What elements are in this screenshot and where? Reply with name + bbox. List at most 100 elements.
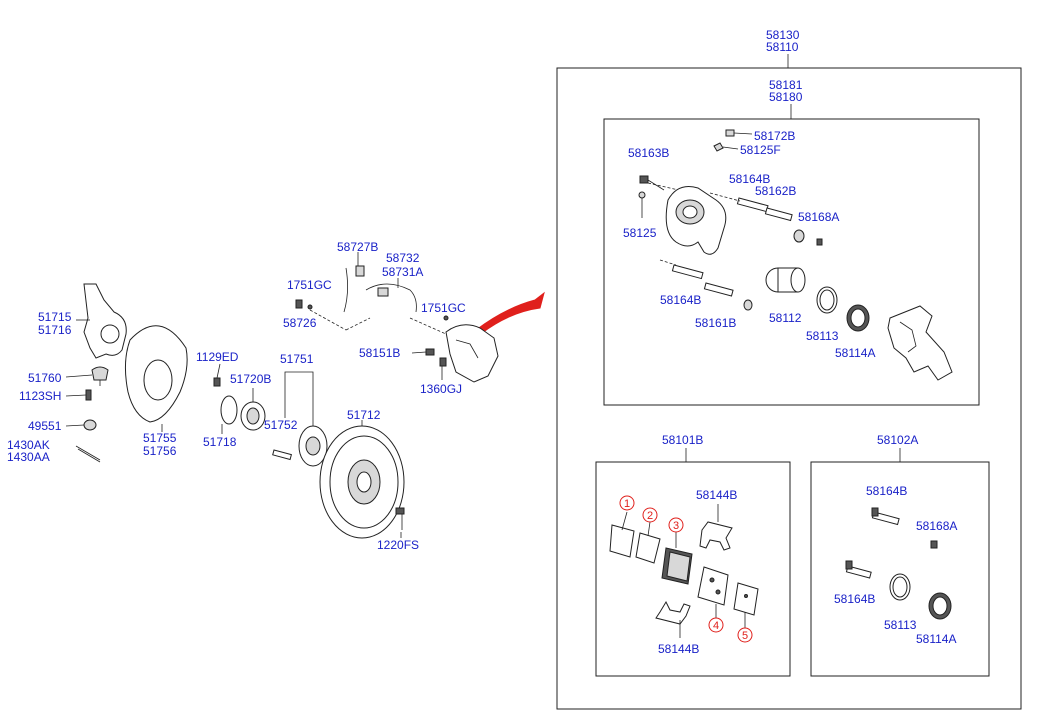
- label-51751: 51751: [280, 352, 314, 366]
- label-58144B-bottom: 58144B: [658, 642, 699, 656]
- label-58168A: 58168A: [798, 210, 839, 224]
- label-58732: 58732: [386, 251, 420, 265]
- cover-bolt: [213, 377, 221, 387]
- label-58172B: 58172B: [754, 129, 795, 143]
- label-58151B: 58151B: [359, 346, 400, 360]
- caliper-bolt: [639, 175, 649, 184]
- hub-bolt: [272, 449, 292, 461]
- label-49551: 49551: [28, 419, 62, 433]
- caliper-mount-bolt: [425, 348, 435, 356]
- label-58144B-top: 58144B: [696, 488, 737, 502]
- repair-kit-parts: [845, 507, 952, 620]
- brake-pad-inner: [666, 551, 691, 582]
- ref-4: 4: [713, 620, 719, 632]
- code-58130: 58130: [766, 28, 800, 42]
- pad-clip-lower: [655, 600, 691, 625]
- caliper-guide-bolt: [439, 357, 447, 367]
- caliper-assembly-frame: [603, 118, 980, 406]
- pin-bushing: [743, 299, 753, 311]
- ref-circle-2: [642, 507, 658, 523]
- label-kit-58113: 58113: [884, 618, 917, 632]
- disc-screw: [395, 507, 405, 515]
- ref-circle-3: [668, 517, 684, 533]
- pad-clip-upper: [699, 521, 733, 551]
- label-51720B: 51720B: [230, 372, 271, 386]
- code-58110: 58110: [766, 40, 799, 54]
- label-1751GC-b: 1751GC: [421, 301, 466, 315]
- label-51755: 51755: [143, 431, 177, 445]
- caliper-outer-frame: [556, 67, 1022, 710]
- caliper-bore-inner: [682, 205, 698, 219]
- guide-pin-lower: [764, 207, 793, 222]
- bracket-screw-2: [443, 315, 449, 321]
- pointer-arrow: [475, 291, 545, 334]
- label-1360GJ: 1360GJ: [420, 382, 462, 396]
- label-51760: 51760: [28, 371, 62, 385]
- bleeder-cap: [713, 142, 724, 152]
- label-51718: 51718: [203, 435, 237, 449]
- pad-hole-2: [715, 589, 721, 595]
- label-kit-58164B-b: 58164B: [834, 592, 875, 606]
- label-1430AA: 1430AA: [7, 450, 50, 464]
- brake-pad-outer: [697, 566, 729, 606]
- dust-cover-hole: [143, 359, 173, 401]
- caliper-small: [445, 324, 499, 383]
- pad-shim-inner: [635, 532, 661, 564]
- caliper-carrier: [887, 305, 953, 381]
- label-kit-58114A: 58114A: [916, 632, 956, 646]
- label-1751GC-a: 1751GC: [287, 278, 332, 292]
- label-kit-58168A: 58168A: [916, 519, 957, 533]
- code-58101B: 58101B: [662, 433, 703, 447]
- hub-assembly-parts: [75, 265, 499, 539]
- wheel-hub-center: [305, 436, 321, 456]
- dust-boot-inner: [850, 308, 866, 328]
- pad-kit-frame: [595, 461, 791, 677]
- label-51752: 51752: [264, 418, 298, 432]
- label-58164B-top: 58164B: [729, 172, 770, 186]
- caliper-assembly-parts: [638, 129, 953, 381]
- ref-5: 5: [742, 630, 748, 642]
- label-58726: 58726: [283, 316, 317, 330]
- label-1430AK: 1430AK: [7, 438, 50, 452]
- label-58125F: 58125F: [740, 143, 781, 157]
- kit-bleed-nipple: [930, 540, 938, 549]
- label-1129ED: 1129ED: [196, 350, 239, 364]
- label-58731A: 58731A: [382, 265, 423, 279]
- lower-guide-bolt: [671, 264, 704, 280]
- shim-hole: [744, 594, 748, 598]
- label-58113: 58113: [806, 329, 839, 343]
- brake-hose: [343, 267, 417, 313]
- label-58163B: 58163B: [628, 146, 669, 160]
- ref-circle-1: [619, 495, 635, 511]
- ball-joint: [91, 366, 109, 381]
- piston-seal-inner: [819, 289, 835, 311]
- kit-bolt-head-lower: [845, 560, 853, 570]
- kit-bolt-head-upper: [871, 507, 879, 517]
- ref-circle-5: [737, 627, 753, 643]
- kit-dust-boot-inner: [932, 596, 948, 616]
- ref-circle-4: [708, 617, 724, 633]
- wheel-bearing-inner: [246, 407, 260, 425]
- pad-hole: [709, 577, 715, 583]
- knuckle-bore: [100, 324, 120, 344]
- steering-knuckle: [83, 283, 127, 359]
- label-51716: 51716: [38, 323, 72, 337]
- pin-boot: [793, 229, 805, 243]
- axle-nut: [83, 419, 97, 431]
- hose-clip: [355, 265, 365, 277]
- label-kit-58164B-a: 58164B: [866, 484, 907, 498]
- bleeder-screw: [725, 129, 735, 137]
- lower-guide-pin: [703, 282, 734, 297]
- bracket-screw: [307, 304, 313, 310]
- guide-pin-upper: [736, 197, 769, 213]
- label-1220FS: 1220FS: [377, 538, 419, 552]
- label-1123SH: 1123SH: [19, 389, 61, 403]
- label-58161B: 58161B: [695, 316, 736, 330]
- hose-bolt: [295, 299, 303, 309]
- piston-face: [790, 267, 806, 293]
- pad-shim-outer: [609, 524, 635, 558]
- label-58114A: 58114A: [835, 346, 875, 360]
- code-58181: 58181: [769, 78, 803, 92]
- cotter-pin: [75, 445, 101, 461]
